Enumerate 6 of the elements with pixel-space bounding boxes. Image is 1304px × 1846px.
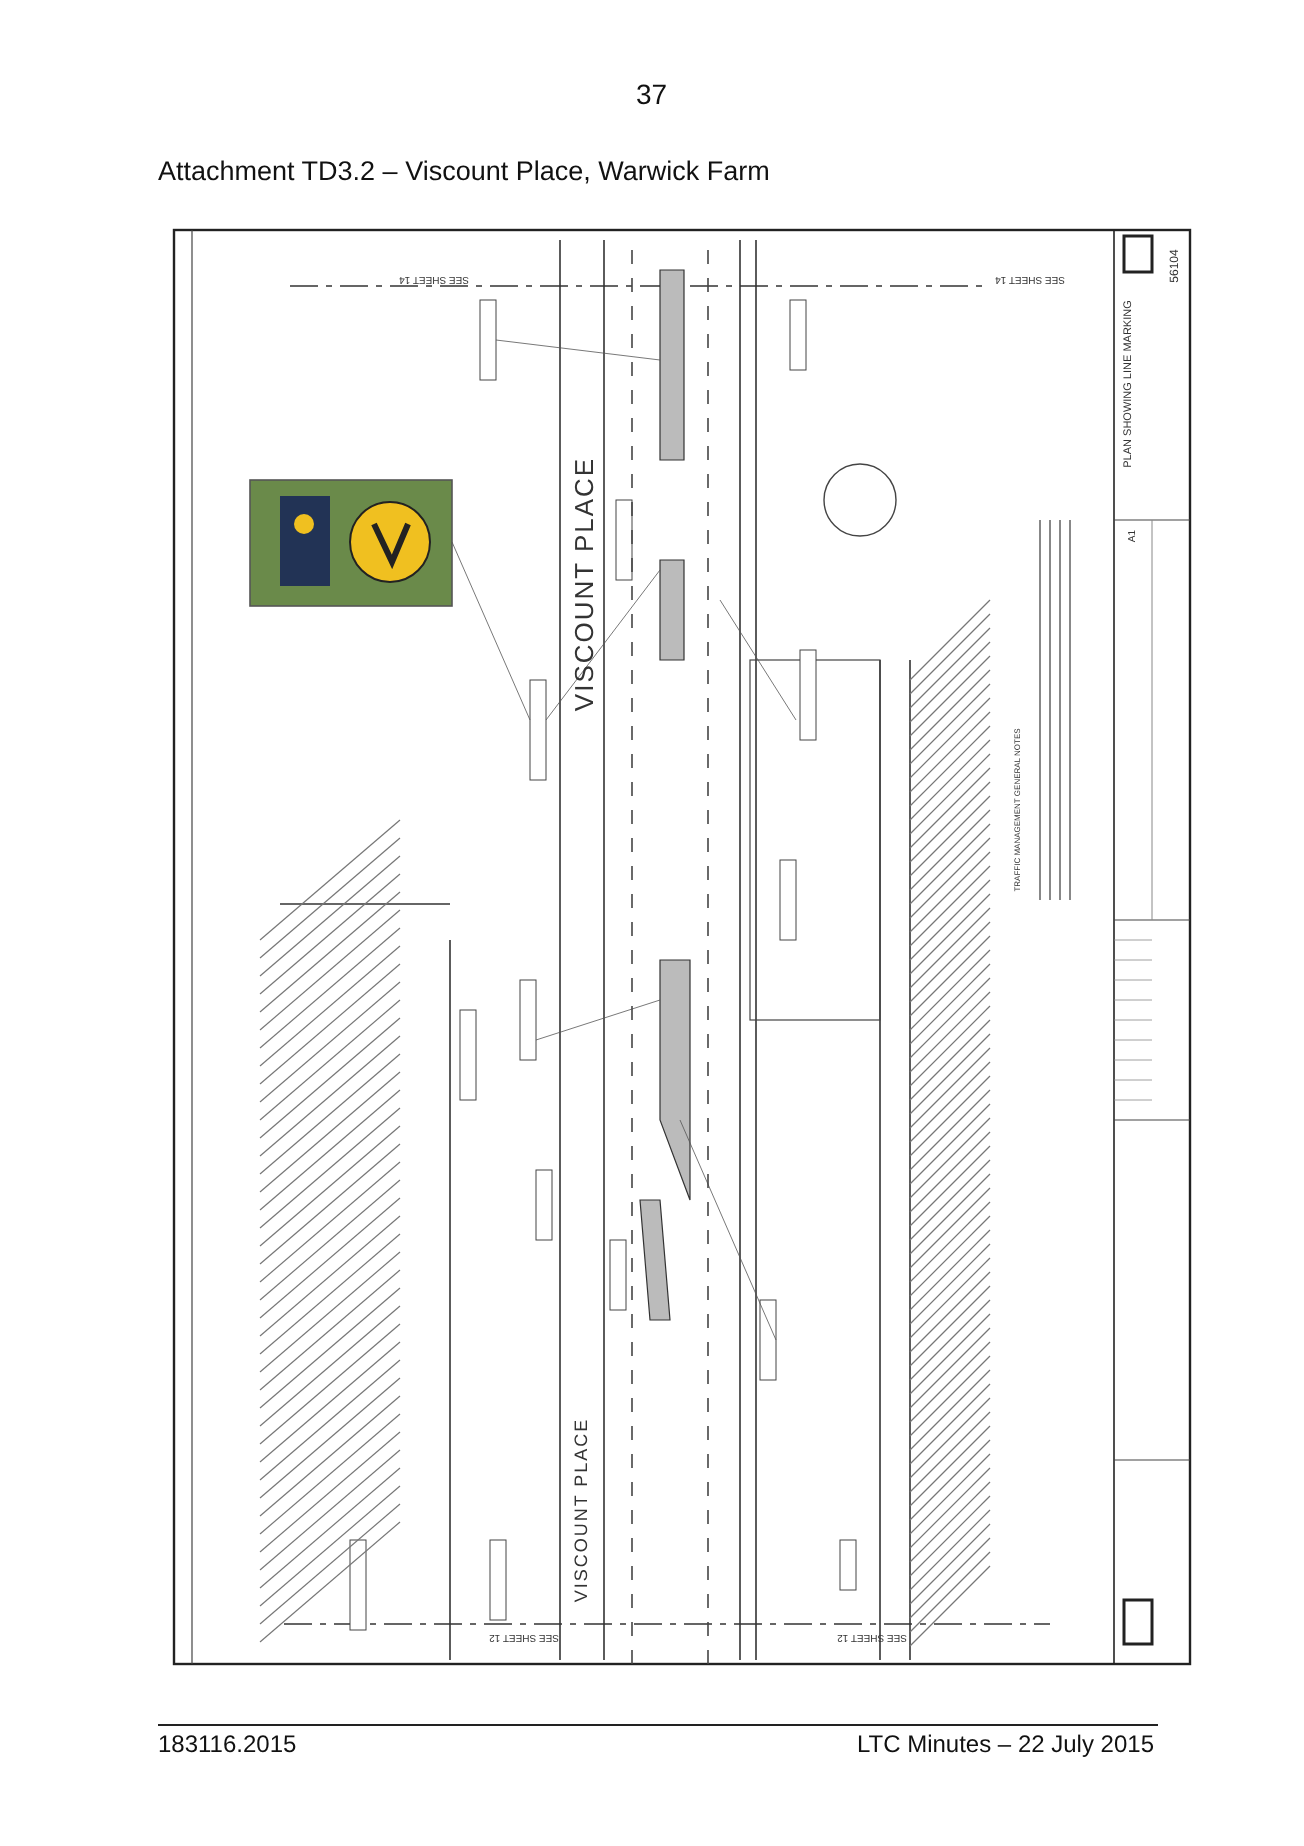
footer-text: 183116.2015 bbox=[158, 1732, 297, 1756]
page-number: 37 bbox=[636, 80, 668, 108]
page-title: Attachment TD3.2 – Viscount Place, Warwick Farm bbox=[158, 156, 770, 186]
footer-text: LTC Minutes – 22 July 2015 bbox=[856, 1732, 1154, 1756]
street-name: VISCOUNT PLACE bbox=[571, 456, 597, 712]
street-name: VISCOUNT PLACE bbox=[573, 1417, 591, 1603]
